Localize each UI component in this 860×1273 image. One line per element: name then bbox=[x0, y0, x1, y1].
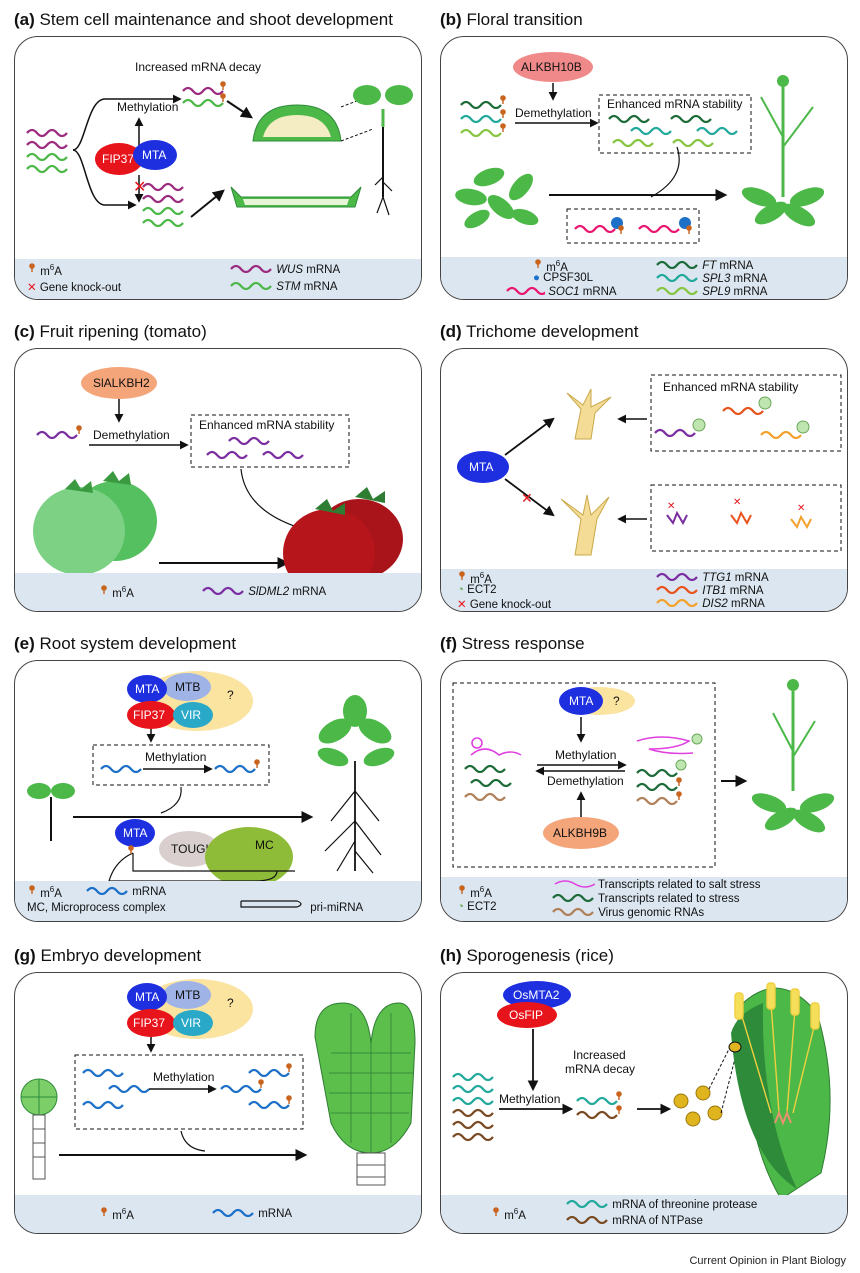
panel-d: MTA ✕ Enhanced mRNA stability ✕ ✕ ✕ m6A … bbox=[440, 348, 848, 612]
svg-text:?: ? bbox=[227, 688, 234, 702]
seedling bbox=[27, 783, 75, 841]
svg-text:ALKBH9B: ALKBH9B bbox=[553, 826, 607, 840]
flowering-plant bbox=[741, 75, 825, 227]
trichome-wt bbox=[566, 388, 612, 440]
svg-text:VIR: VIR bbox=[181, 1016, 201, 1030]
panel-b: ALKBH10B Demethylation Enhanced mRNA sta… bbox=[440, 36, 848, 300]
svg-text:mRNA decay: mRNA decay bbox=[565, 1062, 635, 1076]
panel-c-diagram: SlALKBH2 Demethylation Enhanced mRNA sta… bbox=[33, 367, 403, 597]
svg-text:TOUGH: TOUGH bbox=[171, 842, 214, 856]
svg-text:OsFIP: OsFIP bbox=[509, 1008, 543, 1022]
svg-text:MTA: MTA bbox=[142, 148, 166, 162]
svg-text:MTB: MTB bbox=[175, 680, 200, 694]
svg-text:Increased: Increased bbox=[573, 1048, 626, 1062]
svg-text:FIP37: FIP37 bbox=[102, 152, 134, 166]
panel-c-legend: m6A SlDML2 mRNA bbox=[15, 573, 421, 611]
panel-f-diagram: MTA ? Methylation Demethylation ALKBH9B bbox=[452, 679, 835, 868]
svg-text:MTA: MTA bbox=[469, 460, 493, 474]
svg-text:Methylation: Methylation bbox=[499, 1092, 560, 1106]
panel-f: MTA ? Methylation Demethylation ALKBH9B bbox=[440, 660, 848, 922]
panel-g-title: (g) Embryo development bbox=[14, 946, 202, 965]
svg-text:Demethylation: Demethylation bbox=[547, 774, 624, 788]
rosette bbox=[455, 167, 539, 229]
panel-h-legend: m6A mRNA of threonine protease mRNA of N… bbox=[441, 1195, 847, 1233]
panel-e: MTA MTB ? FIP37 VIR Methylation bbox=[14, 660, 422, 922]
svg-text:Demethylation: Demethylation bbox=[515, 106, 592, 120]
panel-e-legend: m6A mRNA MC, Microprocess complex pri-mi… bbox=[15, 881, 421, 921]
svg-text:MTB: MTB bbox=[175, 988, 200, 1002]
svg-text:Enhanced mRNA stability: Enhanced mRNA stability bbox=[199, 418, 334, 432]
seedling bbox=[353, 85, 413, 216]
svg-text:FIP37: FIP37 bbox=[133, 708, 165, 722]
svg-text:VIR: VIR bbox=[181, 708, 201, 722]
panel-d-legend: m6A ◔ ECT2 ✕ Gene knock-out TTG1 mRNA IT… bbox=[441, 569, 847, 611]
alkbh9b-node bbox=[543, 817, 619, 849]
svg-text:✕: ✕ bbox=[521, 491, 533, 507]
mta-node bbox=[457, 451, 509, 483]
panel-a-diagram: Methylation Increased mRNA decay FIP37 M… bbox=[25, 60, 413, 228]
early-embryo bbox=[20, 1078, 58, 1180]
panel-h-title: (h) Sporogenesis (rice) bbox=[440, 946, 614, 965]
panel-b-title: (b) Floral transition bbox=[440, 10, 583, 29]
rice-floret bbox=[728, 982, 831, 1200]
panel-a-title: (a) Stem cell maintenance and shoot deve… bbox=[14, 10, 393, 29]
svg-text:✕: ✕ bbox=[797, 503, 805, 514]
fip37-node bbox=[95, 143, 143, 175]
alkbh10b-node bbox=[513, 52, 593, 82]
svg-text:Methylation: Methylation bbox=[555, 748, 616, 762]
journal-credit: Current Opinion in Plant Biology bbox=[689, 1255, 846, 1267]
flowering-plant bbox=[751, 679, 835, 833]
green-tomatoes bbox=[33, 471, 157, 575]
svg-text:OsMTA2: OsMTA2 bbox=[513, 988, 560, 1002]
input-mrnas bbox=[25, 128, 69, 174]
panel-h: OsMTA2 OsFIP Methylation Increased mRNA … bbox=[440, 972, 848, 1234]
svg-text:Demethylation: Demethylation bbox=[93, 428, 170, 442]
panel-c-title: (c) Fruit ripening (tomato) bbox=[14, 322, 207, 341]
heart-embryo bbox=[314, 1002, 416, 1186]
panel-b-diagram: ALKBH10B Demethylation Enhanced mRNA sta… bbox=[455, 52, 825, 244]
svg-text:MC: MC bbox=[255, 838, 274, 852]
rooted-plant bbox=[317, 695, 395, 874]
svg-text:FIP37: FIP37 bbox=[133, 1016, 165, 1030]
panel-g-legend: m6A mRNA bbox=[15, 1195, 421, 1233]
panel-h-diagram: OsMTA2 OsFIP Methylation Increased mRNA … bbox=[451, 981, 831, 1200]
panel-e-title: (e) Root system development bbox=[14, 634, 237, 653]
svg-text:Enhanced mRNA stability: Enhanced mRNA stability bbox=[607, 97, 742, 111]
spores bbox=[673, 1085, 723, 1127]
svg-text:MTA: MTA bbox=[123, 826, 147, 840]
panel-g: MTA MTB ? FIP37 VIR Methylation bbox=[14, 972, 422, 1234]
svg-text:Methylation: Methylation bbox=[153, 1070, 214, 1084]
panel-g-diagram: MTA MTB ? FIP37 VIR Methylation bbox=[20, 979, 416, 1186]
panel-f-legend: m6A ◔ ECT2 Transcripts related to salt s… bbox=[441, 877, 847, 921]
svg-text:Methylation: Methylation bbox=[145, 750, 206, 764]
svg-text:?: ? bbox=[227, 996, 234, 1010]
panel-a: Methylation Increased mRNA decay FIP37 M… bbox=[14, 36, 422, 300]
svg-text:SlALKBH2: SlALKBH2 bbox=[93, 376, 150, 390]
svg-text:ALKBH10B: ALKBH10B bbox=[521, 60, 582, 74]
svg-text:✕: ✕ bbox=[667, 501, 675, 512]
svg-text:MTA: MTA bbox=[135, 990, 159, 1004]
knockout-mark: ✕ bbox=[133, 177, 146, 196]
svg-text:✕: ✕ bbox=[733, 497, 741, 508]
panel-b-legend: m6A ● CPSF30L SOC1 mRNA FT mRNA SPL3 mRN… bbox=[441, 257, 847, 299]
panel-e-diagram: MTA MTB ? FIP37 VIR Methylation bbox=[27, 671, 395, 887]
svg-text:MTA: MTA bbox=[135, 682, 159, 696]
panel-c: SlALKBH2 Demethylation Enhanced mRNA sta… bbox=[14, 348, 422, 612]
methylation-label: Methylation bbox=[117, 100, 178, 114]
panel-a-legend: m6A ✕ Gene knock-out WUS mRNA STM mRNA bbox=[15, 259, 421, 299]
mta-node bbox=[133, 140, 177, 170]
svg-text:?: ? bbox=[613, 694, 620, 708]
slalkbh2-node bbox=[81, 367, 157, 399]
panel-d-diagram: MTA ✕ Enhanced mRNA stability ✕ ✕ ✕ bbox=[457, 374, 842, 556]
svg-text:MTA: MTA bbox=[569, 694, 593, 708]
panel-d-title: (d) Trichome development bbox=[440, 322, 639, 341]
decay-label: Increased mRNA decay bbox=[135, 60, 261, 74]
svg-text:Enhanced mRNA stability: Enhanced mRNA stability bbox=[663, 380, 798, 394]
panel-f-title: (f) Stress response bbox=[440, 634, 585, 653]
trichome-ko bbox=[560, 494, 610, 556]
